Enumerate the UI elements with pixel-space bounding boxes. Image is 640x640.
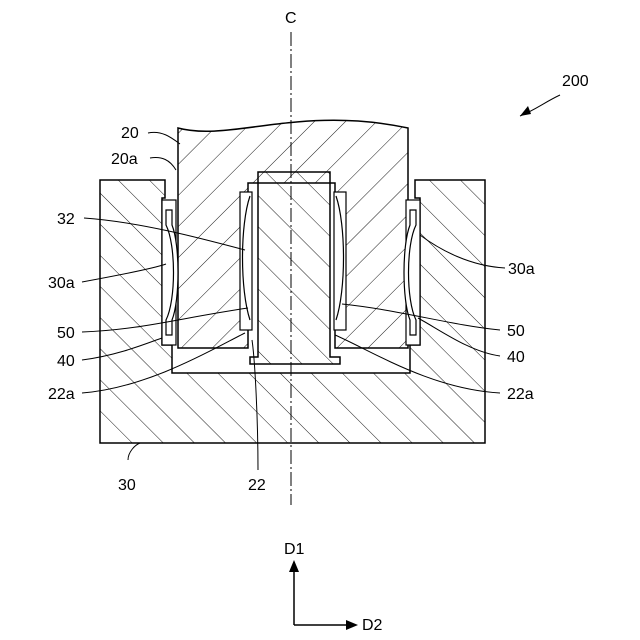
label-50-right: 50 — [507, 323, 525, 340]
d2-arrowhead — [346, 620, 358, 630]
label-c: C — [285, 10, 297, 27]
label-40-right: 40 — [507, 349, 525, 366]
shaft-22 — [250, 172, 340, 364]
label-d2: D2 — [362, 617, 383, 634]
label-30a-right: 30a — [508, 261, 535, 278]
label-30a-left: 30a — [48, 275, 75, 292]
label-20a: 20a — [111, 151, 138, 168]
label-50-left: 50 — [57, 325, 75, 342]
arrow-200-head — [520, 106, 531, 116]
label-d1: D1 — [284, 541, 305, 558]
label-200: 200 — [562, 73, 589, 90]
label-20: 20 — [121, 125, 139, 142]
label-22: 22 — [248, 477, 266, 494]
label-22a-right: 22a — [507, 386, 534, 403]
d1-arrowhead — [289, 560, 299, 572]
label-30: 30 — [118, 477, 136, 494]
label-22a-left: 22a — [48, 386, 75, 403]
label-32: 32 — [57, 211, 75, 228]
label-40-left: 40 — [57, 353, 75, 370]
